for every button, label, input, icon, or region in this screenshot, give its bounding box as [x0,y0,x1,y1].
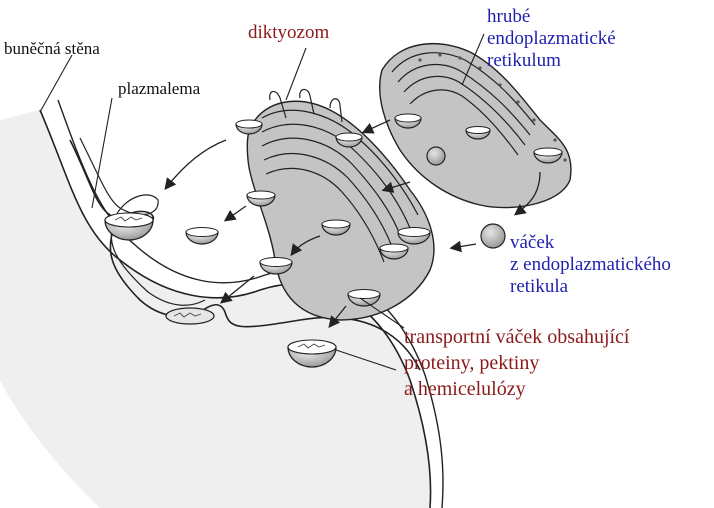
vesicle-golgi-1 [246,190,276,207]
label-er-vesicle-line1: váček [510,232,555,253]
label-rough-er-line1: hrubé [487,6,531,27]
label-cell-wall: buněčná stěna [4,38,100,60]
leader-lines [39,33,485,371]
vesicle-fusing-wall [104,212,154,241]
label-plasmalemma-text: plazmalema [118,79,201,98]
dictyosome [246,88,435,321]
vesicle-fusing-membrane [165,307,215,325]
vesicle-golgi-3 [259,257,293,275]
vesicle-free-left [185,227,219,245]
label-transport-vesicle: transportní váček obsahující proteiny, p… [404,324,630,402]
label-plasmalemma: plazmalema [118,78,200,100]
label-rough-er: hrubé endoplazmatické retikulum [487,6,616,72]
label-dictyosome: diktyozom [248,22,329,44]
label-transport-vesicle-line3: a hemicelulózy [404,378,526,400]
label-er-vesicle-line2: z endoplazmatického [510,254,671,275]
transport-arrows [164,119,541,329]
vesicle-golgi-2 [321,219,351,236]
label-er-vesicle: váček z endoplazmatického retikula [510,232,671,298]
vesicle-left-top [235,119,263,135]
transport-vesicle [287,339,337,368]
vesicle-golgi-4 [347,289,381,307]
label-rough-er-line2: endoplazmatické [487,28,616,49]
label-transport-vesicle-line1: transportní váček obsahující [404,326,630,348]
er-vesicle [480,223,506,249]
rough-er [379,42,572,209]
label-transport-vesicle-line2: proteiny, pektiny [404,352,540,374]
label-dictyosome-text: diktyozom [248,22,330,43]
label-rough-er-line3: retikulum [487,50,561,71]
vesicle-top-right [335,132,363,148]
label-er-vesicle-line3: retikula [510,276,569,297]
label-cell-wall-text: buněčná stěna [4,39,100,58]
